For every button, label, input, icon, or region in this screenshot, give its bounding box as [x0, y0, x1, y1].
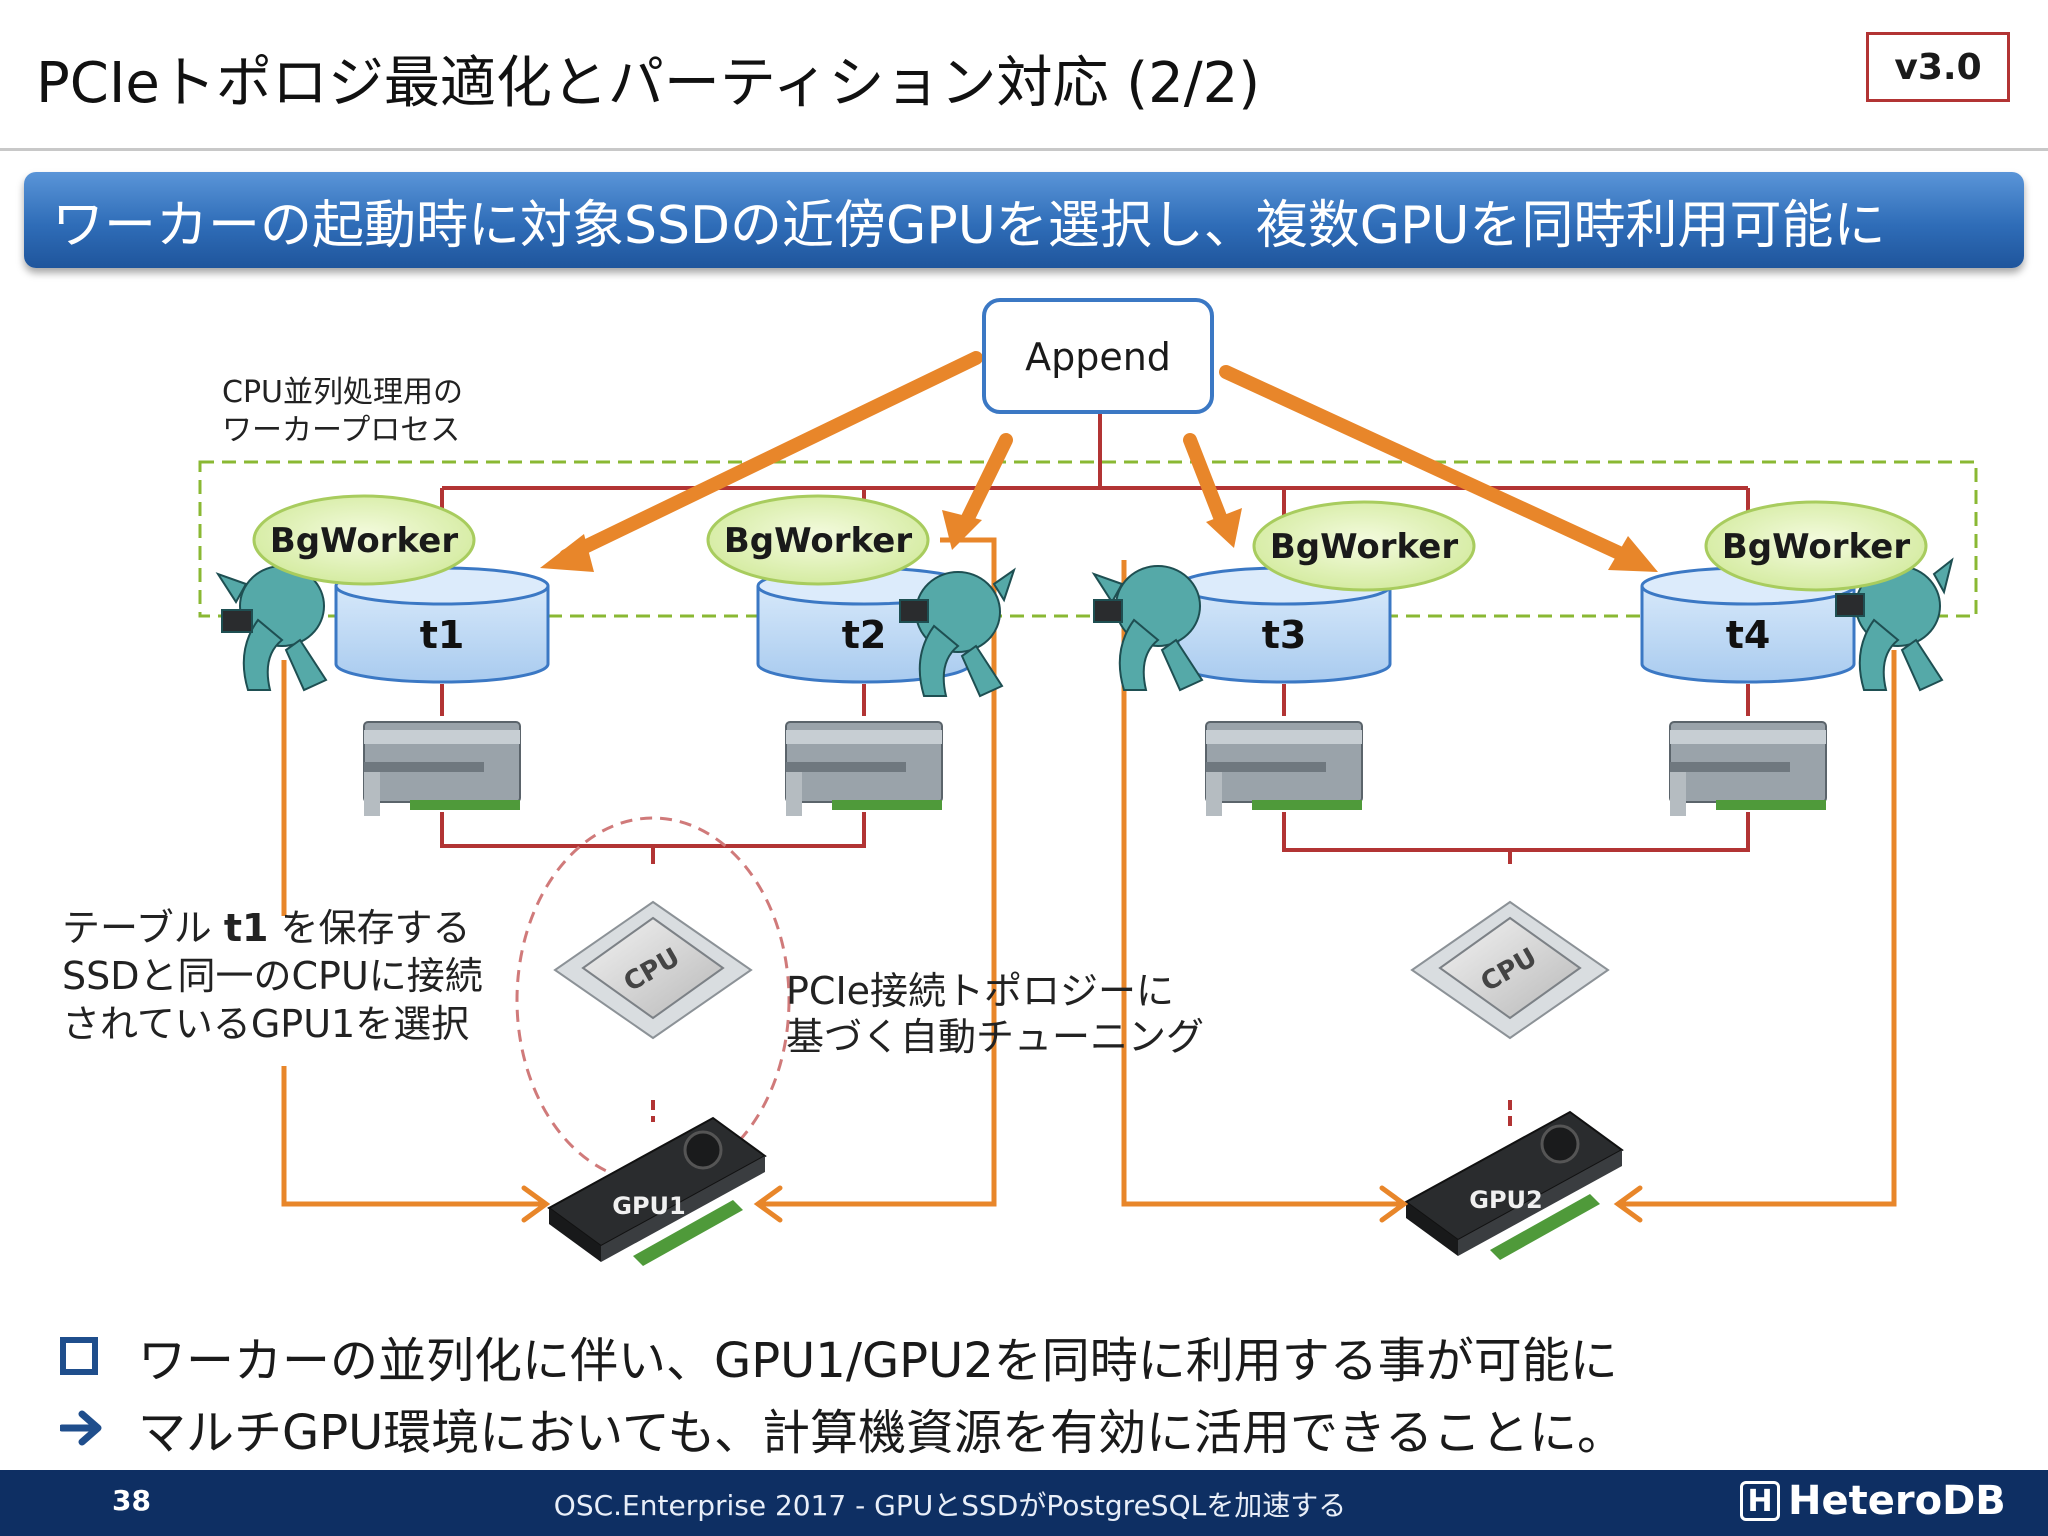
append-label: Append — [1025, 335, 1171, 379]
footer-bar: 38 OSC.Enterprise 2017 - GPUとSSDがPostgre… — [0, 1470, 2048, 1536]
append-box — [982, 298, 1214, 414]
worker-group-label-line2: ワーカープロセス — [222, 413, 461, 448]
append-arrowheads — [540, 508, 1658, 572]
worker-mascot-3 — [1091, 565, 1204, 692]
worker-gpu-paths — [281, 537, 1897, 1207]
center-note: PCIe接続トポロジーに 基づく自動チューニング — [786, 968, 1204, 1060]
logo-mark-icon: H — [1740, 1481, 1780, 1521]
left-note-line3: されているGPU1を選択 — [62, 1002, 470, 1046]
ssd-card-1 — [363, 721, 521, 816]
footer-text: OSC.Enterprise 2017 - GPUとSSDがPostgreSQL… — [553, 1489, 1347, 1522]
worker-group-label: CPU並列処理用の ワーカープロセス — [222, 374, 463, 450]
ssd-card-3 — [1205, 721, 1363, 816]
bgworker-label-2: BgWorker — [724, 521, 912, 561]
table-cylinder-t1 — [334, 566, 550, 684]
bullet-item-1: ワーカーの並列化に伴い、GPU1/GPU2を同時に利用する事が可能に — [60, 1320, 1625, 1392]
worker-group-box — [198, 460, 1978, 618]
bgworker-oval-2: BgWorker — [706, 494, 930, 586]
worker-mascot-1 — [215, 565, 328, 692]
cpu-chip-2: CPU — [1410, 900, 1610, 1040]
page-number: 38 — [112, 1484, 151, 1517]
logo-text: HeteroDB — [1788, 1478, 2006, 1524]
pcie-lines — [440, 684, 1750, 1128]
bgworker-oval-3: BgWorker — [1252, 500, 1476, 592]
bgworker-label-1: BgWorker — [270, 521, 458, 561]
worker-mascot-2 — [899, 567, 1016, 698]
arrow-bullet-icon — [60, 1403, 118, 1453]
table-label-t1: t1 — [420, 613, 465, 657]
version-badge: v3.0 — [1866, 32, 2010, 102]
bgworker-oval-1: BgWorker — [252, 494, 476, 586]
center-note-line2: 基づく自動チューニング — [786, 1015, 1205, 1059]
bgworker-label-3: BgWorker — [1270, 527, 1458, 567]
append-arrows — [559, 351, 1637, 565]
ssd-card-2 — [785, 721, 943, 816]
cpu-chip-1: CPU — [553, 900, 753, 1040]
gpu-card-2: GPU2 — [1404, 1110, 1624, 1260]
left-note-line2: SSDと同一のCPUに接続 — [62, 954, 483, 998]
left-note-line1: テーブル t1 を保存する — [62, 906, 471, 950]
worker-group-label-line1: CPU並列処理用の — [222, 375, 463, 410]
square-bullet-icon — [60, 1331, 118, 1381]
topology-diagram: CPU CPU GPU1 GPU2 — [198, 298, 1978, 1266]
bgworker-label-4: BgWorker — [1722, 527, 1910, 567]
worker-mascot-4 — [1835, 557, 1954, 692]
append-tree-lines — [440, 412, 1750, 570]
bullet-text-1: ワーカーの並列化に伴い、GPU1/GPU2を同時に利用する事が可能に — [138, 1333, 1618, 1389]
gpu-label-1: GPU1 — [612, 1192, 685, 1220]
page-title: PCIeトポロジ最適化とパーティション対応 (2/2) — [36, 51, 1261, 116]
gpu-card-1: GPU1 — [547, 1116, 767, 1266]
headline-banner: ワーカーの起動時に対象SSDの近傍GPUを選択し、複数GPUを同時利用可能に — [24, 172, 2024, 268]
bullet-list: ワーカーの並列化に伴い、GPU1/GPU2を同時に利用する事が可能に マルチGP… — [60, 1320, 1625, 1464]
ssd-card-4 — [1669, 721, 1827, 816]
table-label-t4: t4 — [1726, 613, 1771, 657]
worker-gpu-arrowheads — [521, 1185, 1643, 1223]
table-label-t2: t2 — [842, 613, 887, 657]
left-note: テーブル t1 を保存する SSDと同一のCPUに接続 されているGPU1を選択 — [62, 904, 483, 1048]
gpu-label-2: GPU2 — [1469, 1186, 1542, 1214]
table-label-t3: t3 — [1262, 613, 1307, 657]
title-divider — [0, 148, 2048, 151]
center-note-line1: PCIe接続トポロジーに — [786, 969, 1175, 1013]
bullet-text-2: マルチGPU環境においても、計算機資源を有効に活用できることに。 — [138, 1405, 1626, 1461]
heterodb-logo: H HeteroDB — [1740, 1478, 2006, 1524]
bullet-item-2: マルチGPU環境においても、計算機資源を有効に活用できることに。 — [60, 1392, 1625, 1464]
bgworker-oval-4: BgWorker — [1704, 500, 1928, 592]
